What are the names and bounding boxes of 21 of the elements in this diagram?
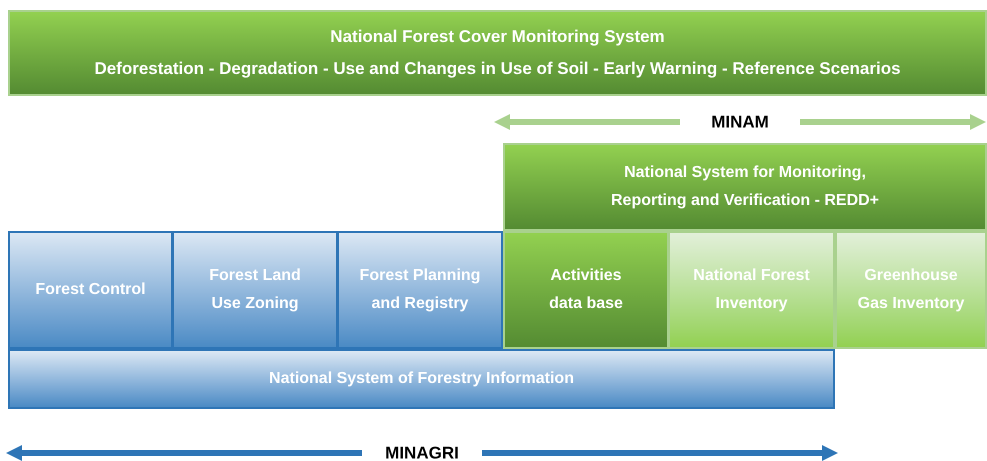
organization-label: MINAM — [711, 111, 769, 134]
process-box — [668, 231, 835, 349]
box-text: Forest Control — [35, 280, 146, 300]
box-text: Forest Planning and Registry — [358, 266, 482, 314]
process-box — [503, 231, 669, 349]
process-box — [835, 231, 987, 349]
system-banner — [8, 10, 987, 96]
system-banner — [503, 143, 987, 231]
box-text: Deforestation - Degradation - Use and Changes in Use of Soil - Early Warning - Reference Scenarios — [94, 58, 901, 80]
box-text: National System of Forestry Information — [269, 369, 574, 389]
box-text: Greenhouse Gas Inventory — [856, 266, 966, 314]
box-text: National Forest Cover Monitoring System — [330, 26, 665, 48]
box-text: Activities data base — [548, 266, 624, 314]
organization-label: MINAGRI — [385, 442, 459, 461]
process-box — [337, 231, 503, 349]
process-box — [172, 231, 338, 349]
process-box — [8, 231, 173, 349]
system-banner — [8, 349, 835, 409]
box-text: National System for Monitoring, Reporting and Verification - REDD+ — [610, 163, 880, 211]
box-text: Forest Land Use Zoning — [208, 266, 302, 314]
box-text: National Forest Inventory — [692, 266, 811, 314]
